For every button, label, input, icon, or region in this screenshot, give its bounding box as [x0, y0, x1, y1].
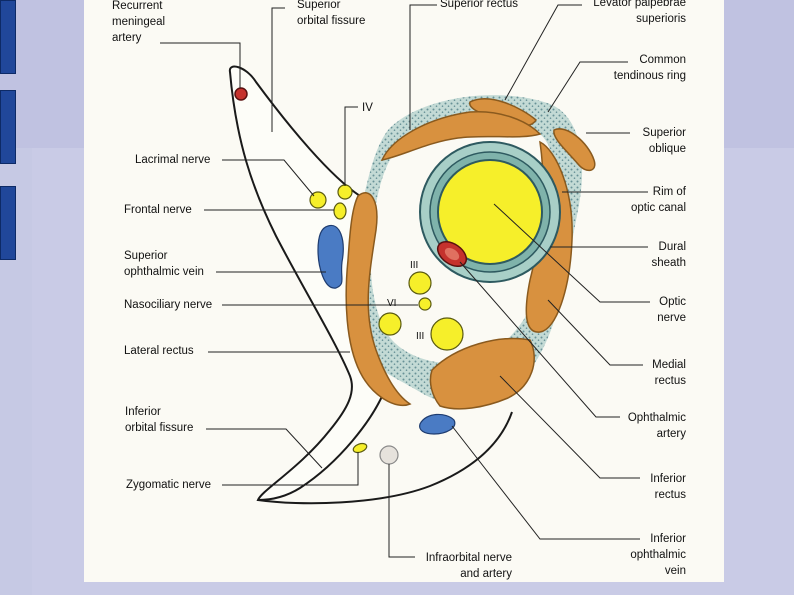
leader-superior-rectus — [409, 4, 437, 130]
label-optic-nerve: Optic nerve — [657, 296, 686, 324]
leader-inferior-orbital-fissure — [206, 428, 323, 469]
leader-zygomatic — [222, 452, 359, 486]
label-frontal-nerve: Frontal nerve — [124, 204, 192, 216]
label-rim-optic-canal: Rim of optic canal — [631, 186, 686, 214]
trochlear-nerve — [337, 184, 353, 200]
inferior-fissure-lower-edge — [257, 411, 513, 505]
zygomatic-nerve — [352, 442, 368, 454]
leader-levator — [504, 4, 582, 101]
label-inferior-orbital-fissure: Inferior orbital fissure — [125, 406, 194, 434]
leader-recurrent-meningeal — [160, 42, 241, 88]
superior-oblique-muscle — [553, 128, 596, 172]
label-medial-rectus: Medial rectus — [652, 359, 686, 387]
slide-side-tab-1 — [0, 0, 16, 74]
abducent-nerve — [378, 312, 402, 336]
leader-ophthalmic-artery — [459, 261, 620, 418]
leader-inferior-ophthalmic-vein — [451, 425, 640, 540]
label-infraorbital-nerve: Infraorbital nerve and artery — [425, 552, 512, 580]
label-cn-iv: IV — [362, 102, 373, 114]
leader-common-ring — [547, 61, 628, 113]
orbital-fissure-outline — [228, 65, 386, 502]
oculomotor-nerve-superior — [408, 271, 432, 295]
label-inferior-ophthalmic-vein: Inferior ophthalmic vein — [630, 533, 686, 577]
leader-optic-nerve — [493, 203, 650, 303]
label-lateral-rectus: Lateral rectus — [124, 345, 194, 357]
leader-cn-iv — [344, 106, 358, 186]
label-superior-rectus: Superior rectus — [440, 0, 518, 10]
label-recurrent-meningeal-artery: Recurrent meningeal artery — [112, 0, 166, 44]
inferior-ophthalmic-vein — [419, 413, 456, 435]
oculomotor-nerve-inferior — [430, 317, 464, 351]
label-superior-ophthalmic-vein: Superior ophthalmic vein — [124, 250, 204, 278]
leader-inferior-rectus — [499, 375, 640, 479]
label-cn-vi: VI — [387, 298, 397, 309]
leader-medial-rectus — [547, 299, 643, 366]
label-cn-iii-upper: III — [410, 260, 419, 271]
label-zygomatic-nerve: Zygomatic nerve — [126, 479, 212, 491]
frontal-nerve — [333, 202, 347, 220]
label-nasociliary-nerve: Nasociliary nerve — [124, 299, 213, 311]
label-inferior-rectus: Inferior rectus — [650, 473, 686, 501]
leader-infraorbital — [388, 464, 415, 558]
nasociliary-nerve — [418, 297, 432, 311]
lateral-rectus-muscle — [345, 192, 412, 407]
label-ophthalmic-artery: Ophthalmic artery — [627, 412, 686, 440]
label-lacrimal-nerve: Lacrimal nerve — [135, 154, 211, 166]
leader-lacrimal-nerve — [222, 159, 315, 197]
superior-rectus-muscle — [380, 111, 542, 162]
slide-side-tab-3 — [0, 186, 16, 260]
label-common-tendinous-ring: Common tendinous ring — [613, 54, 686, 82]
leader-superior-orbital-fissure — [271, 7, 285, 132]
label-levator-palpebrae: Levator palpebrae superioris — [593, 0, 686, 25]
slide-side-tab-2 — [0, 90, 16, 164]
optic-nerve — [437, 159, 543, 265]
recurrent-meningeal-artery — [234, 87, 248, 101]
label-dural-sheath: Dural sheath — [651, 241, 686, 269]
label-cn-iii-lower: III — [416, 331, 425, 342]
ophthalmic-artery-lumen — [444, 247, 460, 261]
infraorbital-nerve-and-artery — [379, 445, 399, 465]
label-superior-orbital-fissure: Superior orbital fissure — [297, 0, 366, 27]
inferior-rectus-muscle — [429, 337, 535, 410]
label-superior-oblique: Superior oblique — [642, 127, 686, 155]
